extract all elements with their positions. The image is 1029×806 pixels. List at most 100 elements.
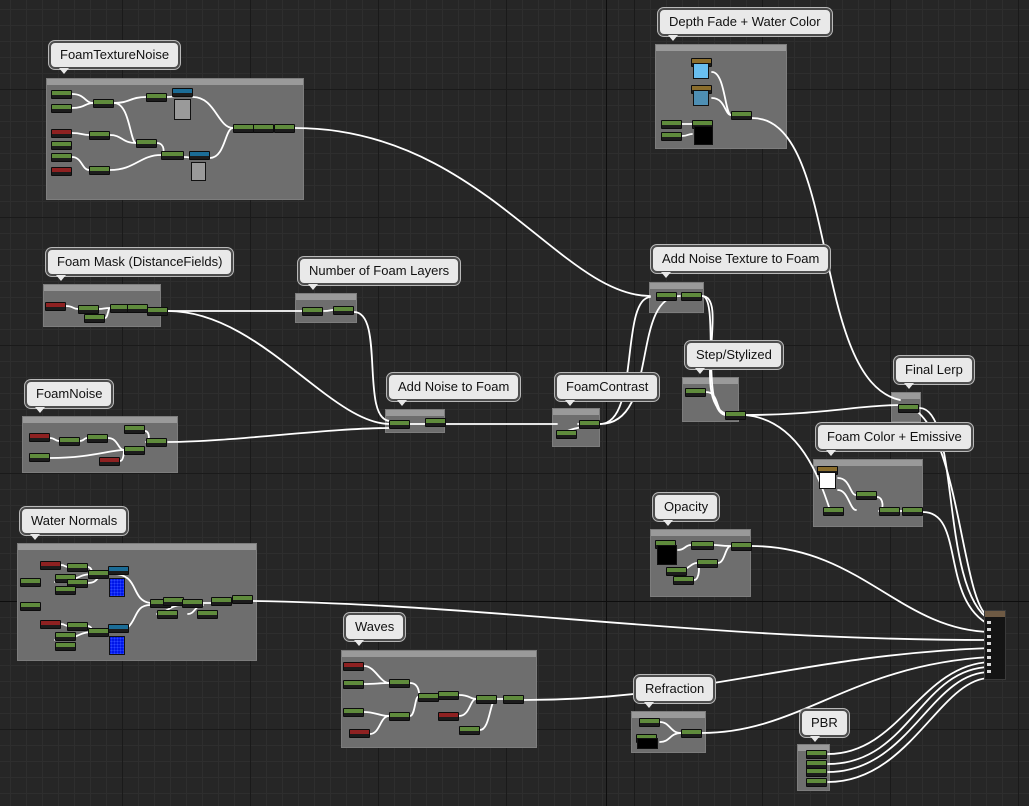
output-pin[interactable] [987,628,991,631]
material-result-node[interactable] [984,610,1006,680]
scalar-parameter-node[interactable] [661,120,682,129]
math-node[interactable] [232,595,253,604]
lerp-node[interactable] [731,111,752,120]
comment-title-step-stylized[interactable]: Step/Stylized [685,341,783,374]
vector-parameter-node[interactable] [438,712,459,721]
add-node[interactable] [902,507,923,516]
scalar-parameter-node[interactable] [51,141,72,150]
texture-sample-node[interactable] [108,566,129,575]
comment-title-pbr[interactable]: PBR [800,709,849,742]
lerp-node[interactable] [898,404,919,413]
math-node[interactable] [67,622,88,631]
scalar-parameter-node[interactable] [806,768,827,777]
lerp-node[interactable] [681,729,702,738]
scalar-parameter-node[interactable] [666,567,687,576]
scalar-parameter-node[interactable] [55,632,76,641]
math-node[interactable] [691,541,714,550]
output-pin[interactable] [987,670,991,673]
add-node[interactable] [681,292,702,301]
scalar-parameter-node[interactable] [29,453,50,462]
scalar-parameter-node[interactable] [639,718,660,727]
comment-title-waves[interactable]: Waves [344,613,406,646]
scalar-parameter-node[interactable] [157,610,178,619]
scalar-parameter-node[interactable] [55,586,76,595]
math-node[interactable] [697,559,718,568]
comment-title-foam-color-emissive[interactable]: Foam Color + Emissive [816,423,973,456]
noise-node[interactable] [146,438,167,447]
math-node[interactable] [59,437,80,446]
vector-parameter-node[interactable] [29,433,50,442]
math-node[interactable] [211,597,232,606]
math-node[interactable] [67,563,88,572]
math-node[interactable] [147,307,168,316]
vector-parameter-node[interactable] [45,302,66,311]
scalar-parameter-node[interactable] [197,610,218,619]
math-node[interactable] [146,93,167,102]
math-node[interactable] [93,99,114,108]
math-node[interactable] [233,124,254,133]
vector-parameter-node[interactable] [51,167,72,176]
math-node[interactable] [161,151,184,160]
output-pin[interactable] [987,642,991,645]
math-node[interactable] [476,695,497,704]
math-node[interactable] [418,693,439,702]
output-pin[interactable] [987,663,991,666]
comment-title-refraction[interactable]: Refraction [634,675,716,708]
math-node[interactable] [124,446,145,455]
comment-title-final-lerp[interactable]: Final Lerp [894,356,974,389]
math-node[interactable] [136,139,157,148]
scalar-parameter-node[interactable] [459,726,480,735]
vector-parameter-node[interactable] [349,729,370,738]
comment-title-foam-mask[interactable]: Foam Mask (DistanceFields) [46,248,234,281]
math-node[interactable] [67,579,88,588]
distance-field-node[interactable] [78,305,99,314]
panner-node[interactable] [88,570,109,579]
comment-title-water-normals[interactable]: Water Normals [20,507,129,540]
math-node[interactable] [389,712,410,721]
step-node[interactable] [725,411,746,420]
multiply-node[interactable] [879,507,900,516]
add-node[interactable] [425,418,446,427]
vector-parameter-node[interactable] [99,457,120,466]
scalar-parameter-node[interactable] [51,104,72,113]
vector-parameter-node[interactable] [343,662,364,671]
power-node[interactable] [579,420,600,429]
math-node[interactable] [503,695,524,704]
math-node[interactable] [182,599,203,608]
scalar-parameter-node[interactable] [51,90,72,99]
math-node[interactable] [389,679,410,688]
vector-parameter-node[interactable] [40,620,61,629]
add-node[interactable] [389,420,410,429]
lerp-node[interactable] [731,542,752,551]
math-node[interactable] [87,434,108,443]
scalar-parameter-node[interactable] [55,642,76,651]
scalar-parameter-node[interactable] [124,425,145,434]
math-node[interactable] [333,306,354,315]
scalar-parameter-node[interactable] [806,750,827,759]
vector-parameter-node[interactable] [40,561,61,570]
math-node[interactable] [89,131,110,140]
scalar-parameter-node[interactable] [661,132,682,141]
output-pin[interactable] [987,656,991,659]
scalar-parameter-node[interactable] [556,430,577,439]
output-pin[interactable] [987,621,991,624]
scalar-parameter-node[interactable] [823,507,844,516]
math-node[interactable] [89,166,110,175]
scalar-parameter-node[interactable] [302,307,323,316]
comment-title-foam-texture-noise[interactable]: FoamTextureNoise [49,41,181,74]
vector-parameter-node[interactable] [51,129,72,138]
comment-title-foam-noise[interactable]: FoamNoise [25,380,114,413]
scalar-parameter-node[interactable] [84,314,105,323]
scalar-parameter-node[interactable] [20,578,41,587]
comment-box-number-foam-layers[interactable] [295,293,357,323]
scalar-parameter-node[interactable] [343,708,364,717]
math-node[interactable] [127,304,148,313]
add-node[interactable] [656,292,677,301]
math-node[interactable] [163,597,184,606]
output-pin[interactable] [987,649,991,652]
scalar-parameter-node[interactable] [685,388,706,397]
math-node[interactable] [856,491,877,500]
scalar-parameter-node[interactable] [20,602,41,611]
math-node[interactable] [253,124,274,133]
